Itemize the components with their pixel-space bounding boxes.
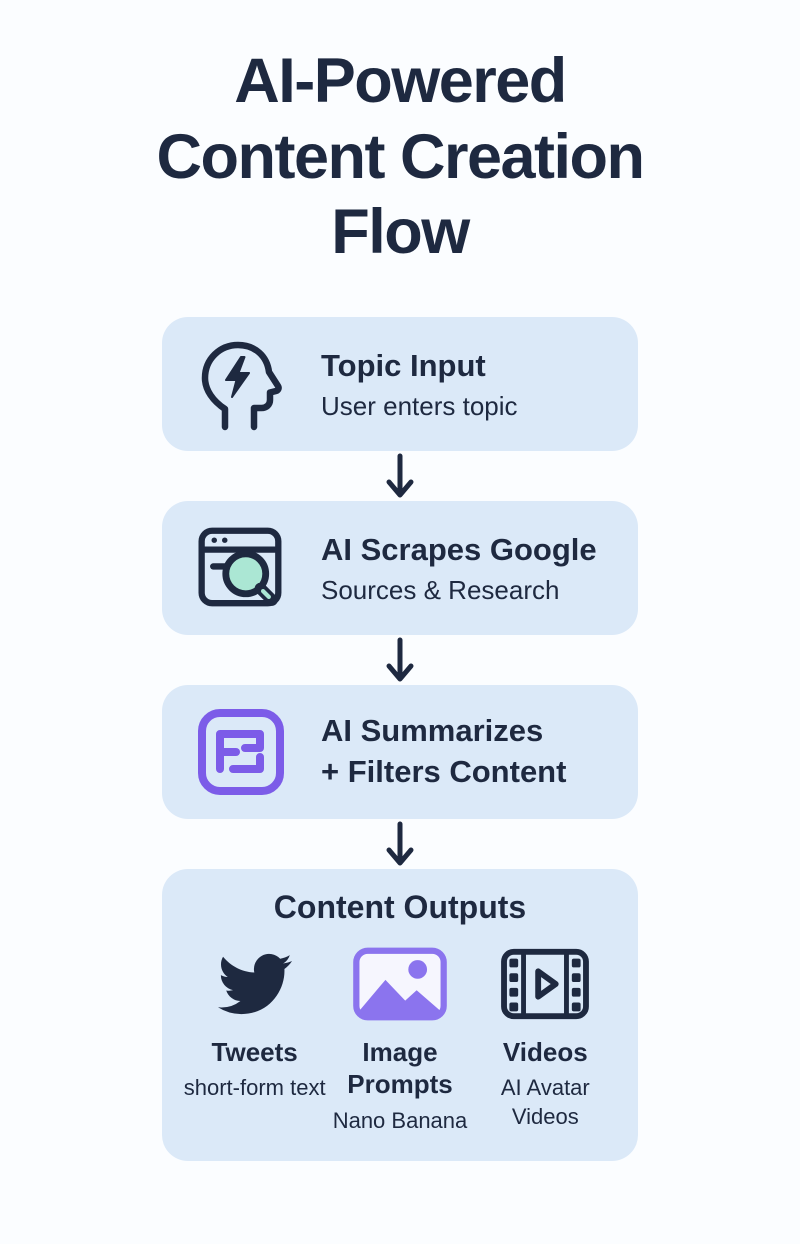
step-title: Topic Input [321,347,486,383]
output-sublabel: Nano Banana [332,1107,468,1133]
page-title-line: Flow [331,197,470,268]
output-tweets: Tweets short-form text [182,942,327,1136]
content-outputs-box: Content Outputs Tweets short-form text [162,868,638,1162]
page-title: AI-Powered Content Creation Flow [50,44,750,271]
image-prompt-icon [348,942,452,1026]
flow-arrow [383,635,417,685]
output-sublabel: short-form text [183,1075,326,1101]
maze-summarize-icon [188,699,293,804]
step-topic-input: Topic Input User enters topic [162,316,638,451]
flow-arrow [383,451,417,501]
down-arrow-icon [386,821,414,866]
page-title-line: Content Creation [156,121,645,192]
output-videos: Videos AI Avatar Videos [473,942,618,1136]
step-title: AI Scrapes Google [321,531,597,567]
output-label: Videos [502,1036,588,1067]
outputs-title: Content Outputs [273,888,527,925]
down-arrow-icon [386,453,414,498]
output-image-prompts: Image Prompts Nano Banana [327,942,472,1136]
browser-search-icon [188,515,293,620]
flow-diagram: Topic Input User enters topic AI Scrapes [0,316,800,1162]
step-text: AI Summarizes + Filters Content [321,711,566,792]
output-sublabel: AI Avatar Videos [500,1075,590,1129]
page-title-line: AI-Powered [234,46,567,116]
step-text: AI Scrapes Google Sources & Research [321,530,597,606]
step-text: Topic Input User enters topic [321,346,518,422]
output-label: Tweets [211,1036,298,1067]
head-bolt-icon [188,331,293,436]
outputs-row: Tweets short-form text [170,942,630,1136]
step-title: AI Summarizes + Filters Content [321,713,567,789]
flow-arrow [383,819,417,869]
step-subtitle: Sources & Research [321,574,560,605]
step-subtitle: User enters topic [321,390,518,421]
down-arrow-icon [386,637,414,682]
output-label: Image Prompts [347,1036,453,1100]
twitter-bird-icon [213,942,297,1026]
step-ai-summarizes: AI Summarizes + Filters Content [162,684,638,819]
step-ai-scrapes-google: AI Scrapes Google Sources & Research [162,500,638,635]
film-video-icon [496,942,594,1026]
